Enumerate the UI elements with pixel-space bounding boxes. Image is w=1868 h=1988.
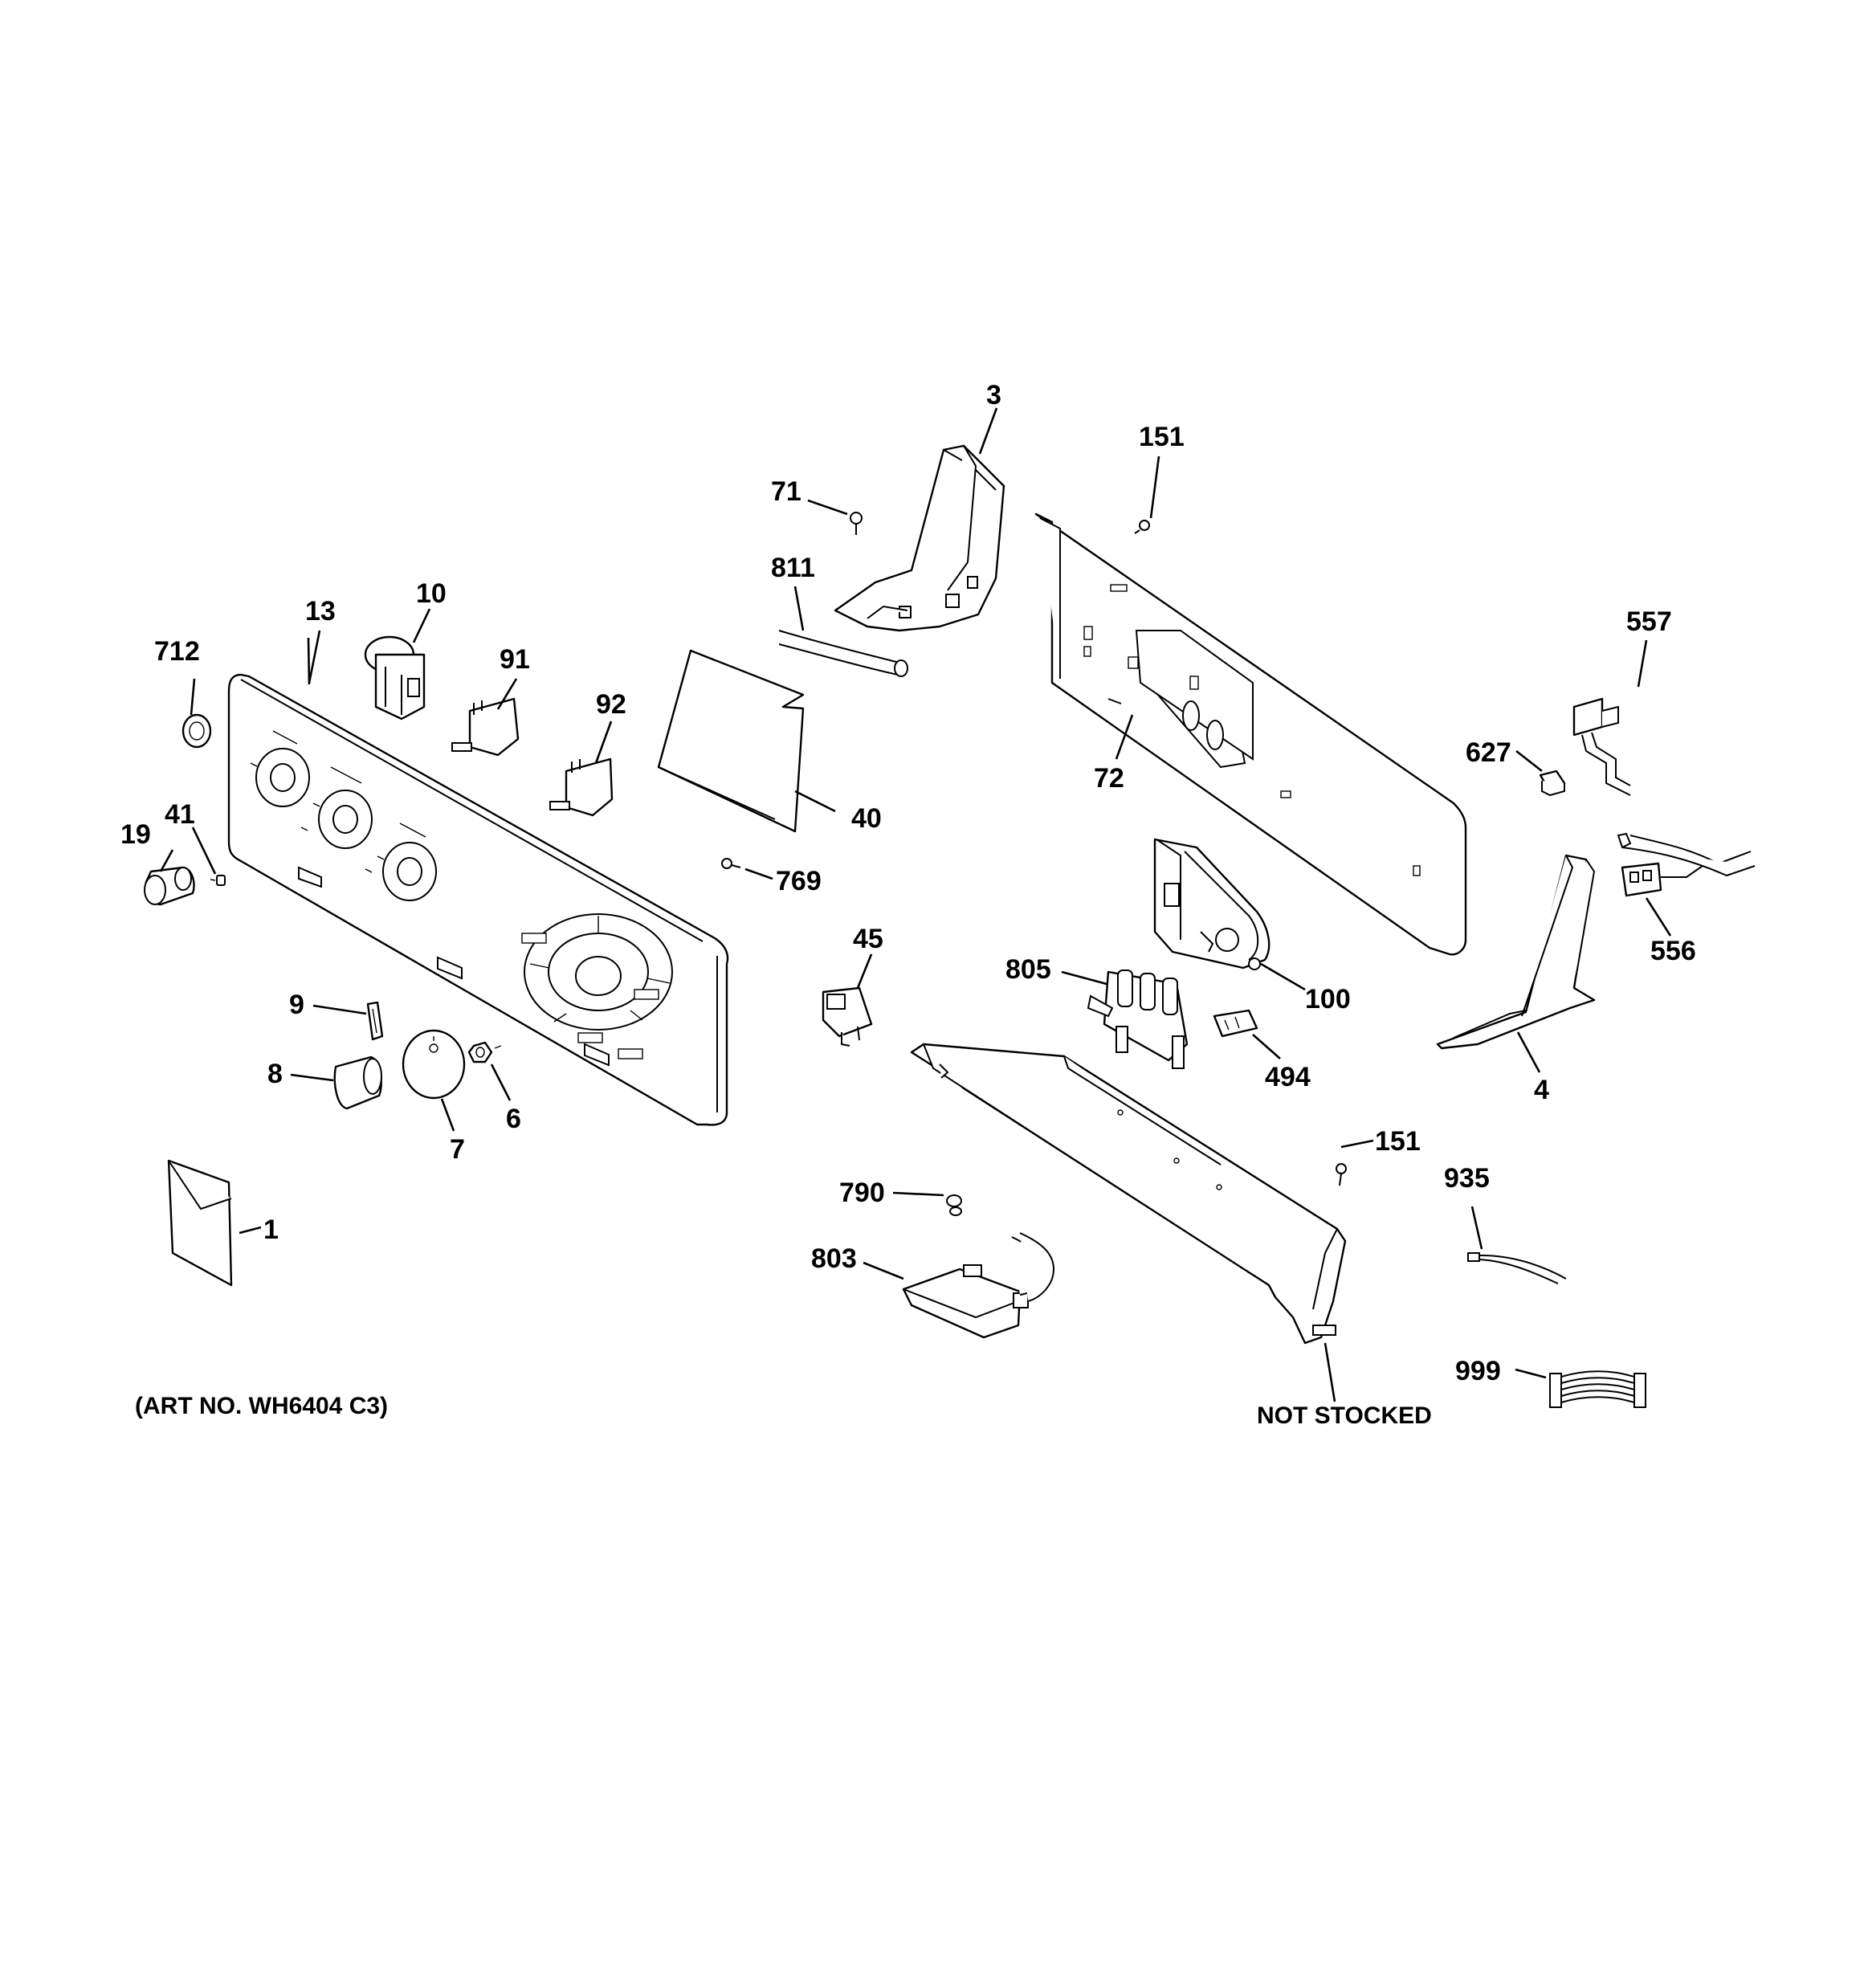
callout-769: 769 — [776, 866, 822, 896]
callout-72: 72 — [1094, 763, 1124, 794]
badge-drawing — [181, 713, 212, 749]
callout-4: 4 — [1534, 1075, 1549, 1105]
harness-556-drawing — [1617, 832, 1756, 897]
knob-drawing — [144, 866, 195, 906]
callout-556: 556 — [1650, 936, 1696, 966]
timer-motor-drawing — [1153, 838, 1270, 970]
end-cap-right-drawing — [1436, 854, 1596, 1050]
shield-bracket-drawing — [910, 1043, 1347, 1345]
callout-494: 494 — [1265, 1062, 1311, 1092]
callout-71: 71 — [771, 476, 801, 507]
screw-769-drawing — [721, 858, 741, 869]
clip-drawing — [366, 1001, 384, 1041]
callout-557: 557 — [1626, 606, 1672, 637]
callout-805: 805 — [1005, 954, 1051, 985]
callout-19: 19 — [120, 819, 151, 850]
screw-71-drawing — [850, 512, 863, 535]
clamp-790-drawing — [946, 1194, 962, 1216]
callout-1: 1 — [263, 1214, 279, 1245]
wire-935-drawing — [1467, 1252, 1567, 1284]
callout-40: 40 — [851, 803, 882, 834]
callout-999: 999 — [1455, 1356, 1501, 1386]
harness-999-drawing — [1549, 1370, 1646, 1408]
wiring-sheet-drawing — [657, 649, 805, 833]
callout-7: 7 — [450, 1134, 465, 1165]
callout-6: 6 — [506, 1104, 521, 1134]
valve-45-drawing — [822, 986, 873, 1047]
callout-151-upper: 151 — [1139, 422, 1185, 452]
control-panel-drawing — [227, 673, 729, 1126]
nut-drawing — [467, 1041, 502, 1063]
switch-92-drawing — [549, 757, 614, 817]
callout-9: 9 — [289, 990, 304, 1020]
connector-494-drawing — [1213, 1009, 1258, 1038]
callout-627: 627 — [1466, 737, 1511, 768]
callout-100: 100 — [1305, 984, 1351, 1014]
selector-knob-drawing — [333, 1055, 382, 1110]
screw-151-upper-drawing — [1134, 520, 1150, 534]
screw-151-lower-drawing — [1336, 1163, 1347, 1186]
water-valve-drawing — [1087, 970, 1189, 1069]
hose-drawing — [778, 630, 908, 677]
end-cap-left-drawing — [834, 444, 1005, 632]
leader-lines — [159, 407, 1672, 1402]
dial-skirt-drawing — [402, 1029, 466, 1100]
callout-790: 790 — [839, 1178, 885, 1208]
spring-clip-drawing — [210, 875, 226, 886]
callout-151-lower: 151 — [1375, 1126, 1421, 1157]
switch-91-drawing — [451, 697, 520, 757]
callout-10: 10 — [416, 578, 447, 609]
backsplash-panel-drawing — [1034, 512, 1467, 956]
callout-91: 91 — [500, 644, 530, 675]
art-number: (ART NO. WH6404 C3) — [135, 1393, 388, 1419]
callout-3: 3 — [986, 380, 1001, 410]
not-stocked-note: NOT STOCKED — [1257, 1402, 1432, 1429]
callout-8: 8 — [267, 1059, 283, 1089]
connector-557-drawing — [1572, 697, 1631, 796]
pressure-switch-drawing — [364, 635, 426, 720]
callout-13: 13 — [305, 596, 336, 627]
callout-45: 45 — [853, 924, 883, 954]
callout-712: 712 — [154, 636, 200, 667]
callout-811: 811 — [771, 553, 815, 583]
part-literature-drawing — [167, 1159, 233, 1287]
callout-935: 935 — [1444, 1163, 1490, 1194]
callout-41: 41 — [165, 799, 195, 830]
dispenser-803-drawing — [902, 1232, 1055, 1339]
plug-627-drawing — [1539, 769, 1566, 797]
callout-92: 92 — [596, 689, 626, 720]
callout-803: 803 — [811, 1243, 857, 1274]
